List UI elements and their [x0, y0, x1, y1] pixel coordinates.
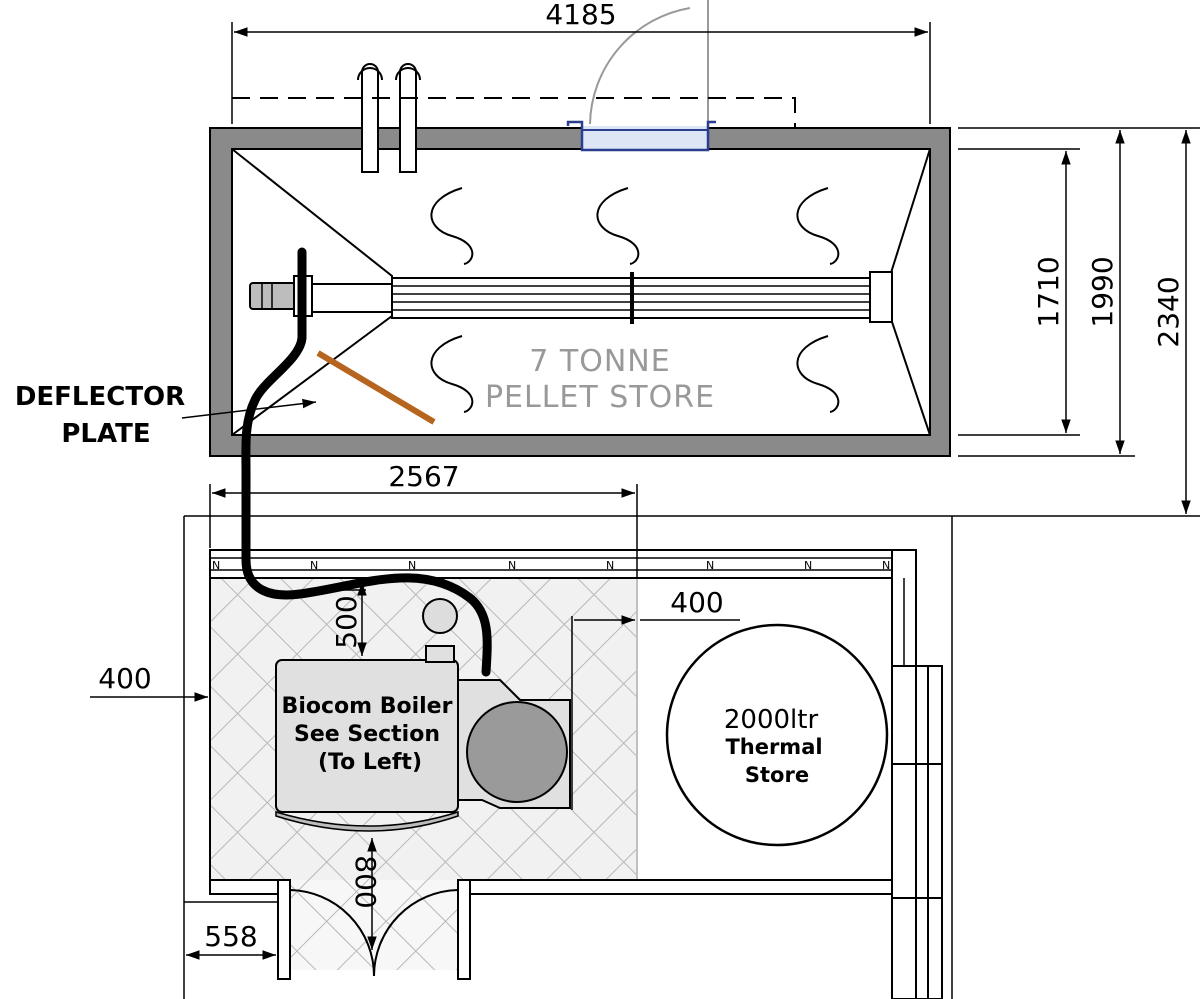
boiler-room-wall-bottom-left: [209, 879, 279, 895]
deflector-callout: DEFLECTOR PLATE: [15, 382, 317, 449]
deflector-label-line1: DEFLECTOR: [15, 382, 185, 412]
auger: [249, 271, 893, 324]
biocom-boiler: Biocom Boiler See Section (To Left): [275, 598, 571, 832]
thermal-store-label-line3: Store: [745, 763, 809, 787]
pellet-symbols: [430, 187, 840, 413]
auger-feed-hose: [241, 247, 492, 677]
access-hatch: [566, 0, 716, 152]
thermal-store-label-line2: Thermal: [725, 735, 822, 759]
boiler-label-line1: Biocom Boiler: [282, 694, 453, 719]
svg-text:N: N: [310, 559, 318, 572]
dimension-label-500: 500: [330, 595, 363, 648]
dimension-label-1710: 1710: [1032, 256, 1065, 327]
svg-text:N: N: [606, 559, 614, 572]
thermal-store-label-line1: 2000ltr: [724, 705, 819, 735]
double-door: [289, 889, 459, 977]
dimension-label-1990: 1990: [1086, 256, 1119, 327]
svg-text:N: N: [804, 559, 812, 572]
dashed-outline: [232, 97, 796, 128]
dimension-label-800: 800: [349, 855, 382, 908]
svg-text:N: N: [212, 559, 220, 572]
dimension-label-2567: 2567: [388, 460, 459, 493]
svg-text:N: N: [882, 559, 890, 572]
svg-text:N: N: [508, 559, 516, 572]
dimension-heights: 1710 1990 2340: [952, 127, 1200, 517]
thermal-store: [665, 623, 889, 847]
deflector-plate: [316, 350, 436, 425]
boiler-room-wall-top: [209, 549, 917, 579]
svg-text:N: N: [706, 559, 714, 572]
dimension-400-wall: 400: [90, 662, 208, 702]
dimension-2567: 2567: [209, 460, 638, 578]
dimension-label-2340: 2340: [1152, 276, 1185, 347]
window-frames: [891, 665, 943, 999]
flue-fan: [422, 598, 458, 634]
boiler-label-line2: See Section: [294, 722, 440, 747]
dimension-label-400-wall: 400: [98, 662, 151, 695]
deflector-label-line2: PLATE: [61, 419, 150, 449]
dimension-800: 800: [349, 838, 382, 950]
dimension-500: 500: [326, 582, 367, 656]
dimension-400-side: 400: [571, 586, 740, 810]
fill-pipes: [357, 63, 421, 173]
dimension-558: 558: [184, 901, 278, 960]
burner-unit: [466, 701, 568, 803]
dimension-4185: 4185: [231, 0, 931, 124]
dimension-label-4185: 4185: [545, 0, 616, 31]
pellet-store: 7 TONNE PELLET STORE: [209, 0, 951, 457]
boiler-label-line3: (To Left): [318, 750, 422, 775]
dimension-label-558: 558: [204, 920, 257, 953]
dimension-label-400-side: 400: [670, 586, 723, 619]
boiler-room-wall-bottom-right: [469, 879, 893, 895]
store-label-line1: 7 TONNE: [529, 344, 670, 379]
svg-text:N: N: [408, 559, 416, 572]
store-label-line2: PELLET STORE: [485, 380, 715, 415]
boiler-room: N N N N N N N N N N N N N N N N N N: [183, 247, 953, 999]
